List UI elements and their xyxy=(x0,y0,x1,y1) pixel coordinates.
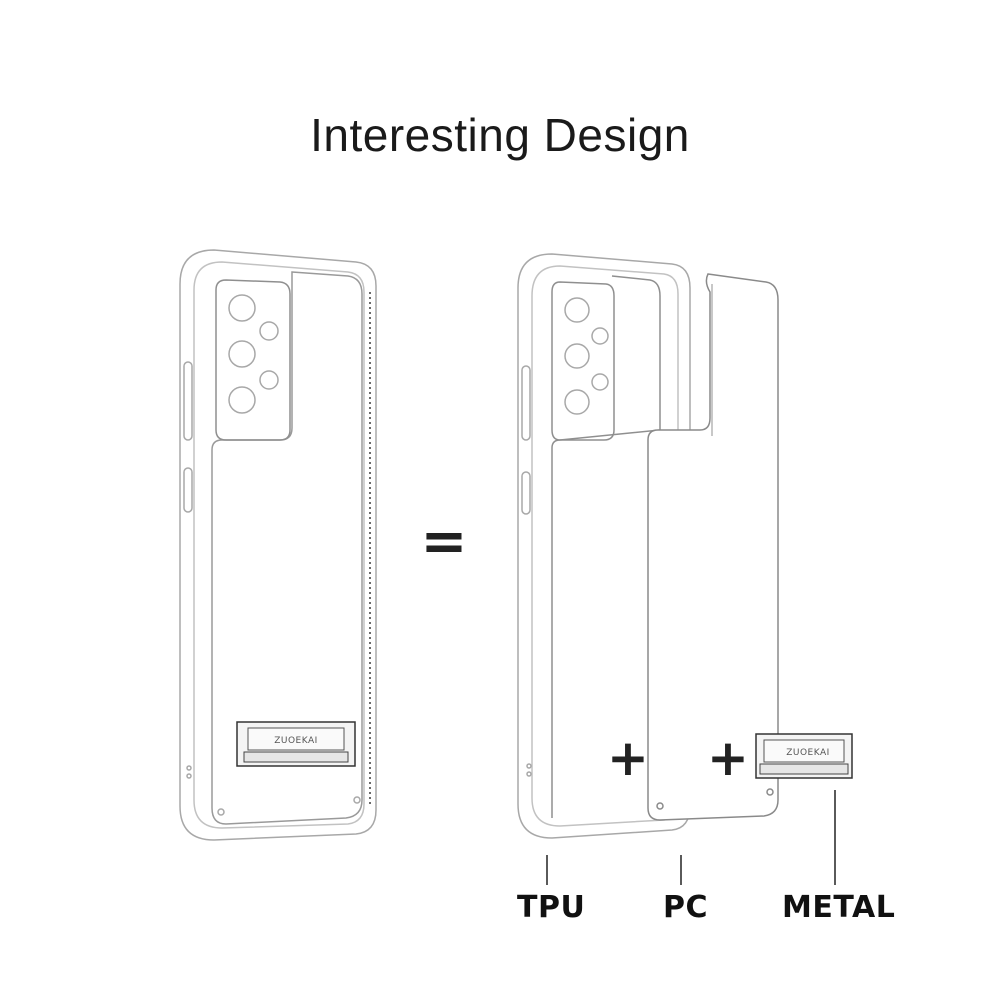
plus-sign-2: + xyxy=(707,729,749,787)
kickstand-metal: ZUOEKAI xyxy=(755,733,853,779)
assembled-case xyxy=(179,249,377,841)
kickstand-brand-right: ZUOEKAI xyxy=(786,748,830,758)
label-pc: PC xyxy=(663,890,709,925)
kickstand-assembled: ZUOEKAI xyxy=(236,721,356,767)
kickstand-brand-left: ZUOEKAI xyxy=(274,736,318,746)
pc-back-plate xyxy=(647,273,779,821)
plus-sign-1: + xyxy=(607,729,649,787)
page-title: Interesting Design xyxy=(310,109,690,161)
label-tpu: TPU xyxy=(517,890,586,925)
label-metal: METAL xyxy=(782,890,896,925)
equals-sign: = xyxy=(421,509,468,574)
